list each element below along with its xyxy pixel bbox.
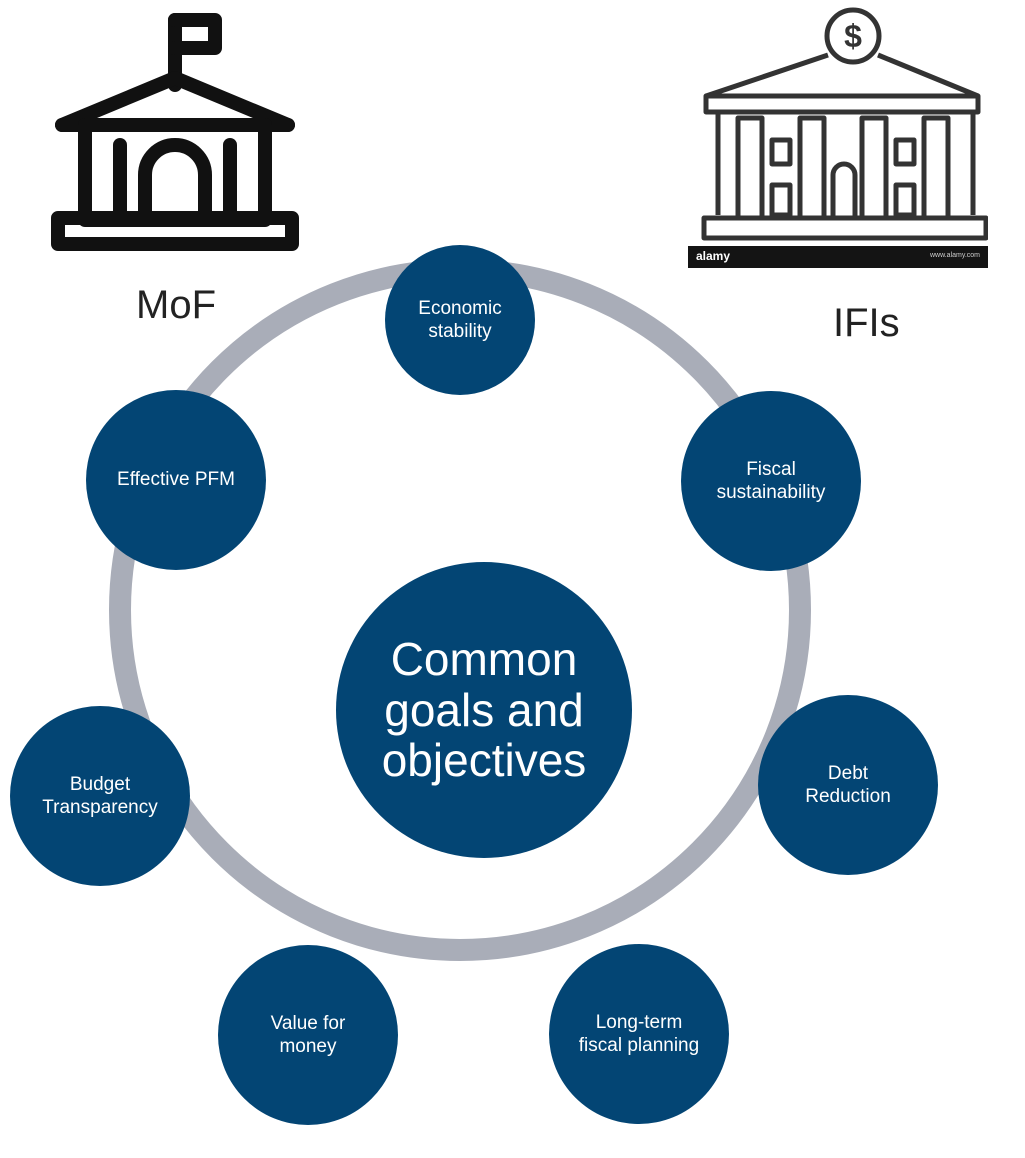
goal-effective-pfm: Effective PFM — [86, 390, 266, 570]
goal-label: Effective PFM — [117, 469, 235, 491]
goal-label: Economic stability — [418, 297, 502, 342]
watermark-brand: alamy — [696, 249, 731, 263]
bank-dollar-building-icon: $ alamy www.alamy.com — [688, 0, 988, 268]
watermark-url: www.alamy.com — [929, 252, 980, 259]
goal-label: Budget Transparency — [42, 773, 158, 818]
watermark-bar: alamy www.alamy.com — [688, 246, 988, 268]
goal-label: Debt Reduction — [805, 762, 891, 807]
goal-long-term-fiscal-planning: Long-term fiscal planning — [549, 944, 729, 1124]
goal-label: Long-term fiscal planning — [578, 1011, 700, 1056]
goal-debt-reduction: Debt Reduction — [758, 695, 938, 875]
goal-fiscal-sustainability: Fiscal sustainability — [681, 391, 861, 571]
svg-text:$: $ — [844, 18, 862, 54]
goal-value-for-money: Value for money — [218, 945, 398, 1125]
goal-label: Fiscal sustainability — [716, 458, 826, 503]
ifis-caption: IFIs — [833, 301, 900, 345]
goal-label: Value for money — [270, 1012, 346, 1057]
goal-economic-stability: Economic stability — [385, 245, 535, 395]
government-building-icon — [51, 13, 299, 251]
center-label: Common goals and objectives — [381, 633, 587, 787]
center-circle: Common goals and objectives — [336, 562, 632, 858]
goal-budget-transparency: Budget Transparency — [10, 706, 190, 886]
mof-caption: MoF — [136, 283, 216, 327]
